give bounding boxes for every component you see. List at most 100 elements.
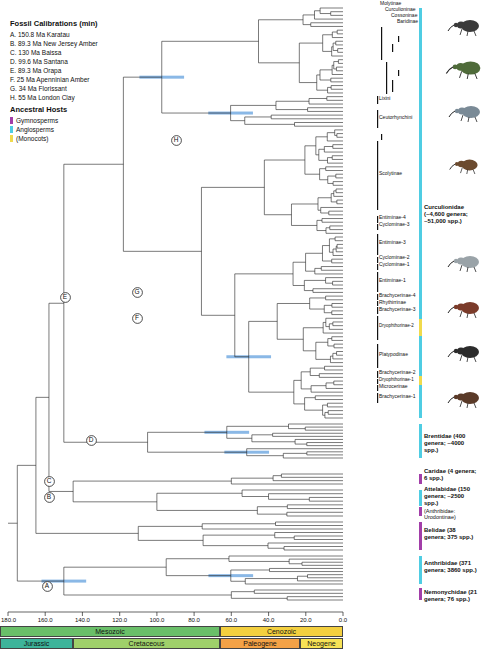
branch [332,310,343,311]
branch [330,362,343,363]
branch [231,105,276,106]
calibration-circle: A [42,581,53,592]
branch [309,501,343,502]
branch [293,262,306,263]
branch [311,385,326,386]
branch [316,154,319,155]
branch [291,203,318,204]
clade-label: Brachycerinae-4 [379,293,415,299]
branch [271,118,343,119]
branch [324,305,332,306]
branch [329,329,343,330]
branch [323,322,326,323]
branch [323,51,332,52]
branch [326,233,343,234]
branch [276,109,308,110]
branch [332,56,343,57]
branch [245,116,271,117]
branch [315,395,343,396]
branch [336,251,343,252]
branch [332,262,343,263]
branch [157,510,257,511]
branch [269,499,310,500]
legend-text: Gymnosperms [16,117,58,124]
family-label: Caridae (4 genera; 6 spp.) [424,468,479,482]
era-band: Cenozoic [220,626,343,637]
branch [325,369,343,370]
axis-tick-label: 0.0 [339,617,347,624]
branch [271,115,343,116]
branch [294,536,343,537]
branch [247,448,343,449]
branch [328,345,334,346]
branch [203,535,275,536]
branch [326,382,334,383]
branch [335,129,343,130]
branch [323,333,343,334]
branch [333,181,343,182]
branch [284,550,343,551]
branch [318,210,321,211]
calibration-letter: A [45,583,49,590]
clade-label: Platypodinae [379,352,408,358]
branch [299,82,316,83]
branch [333,144,343,145]
branch [49,303,64,304]
branch [307,454,343,455]
era-band: Neogene [300,638,343,649]
branch [337,133,343,134]
branch [327,100,343,101]
clade-label: Lixini [379,96,390,102]
branch [320,13,331,14]
branch [123,77,161,78]
branch [162,41,259,42]
branch [231,598,287,599]
branch [321,266,343,267]
branch [73,481,231,482]
branch [287,508,343,509]
family-label: Attelabidae (150 genera; ~2500 spp.) [424,486,479,507]
legend-text: Angiosperms [16,126,54,133]
legend-heading: Ancestral Hosts [10,106,67,115]
branch [331,81,343,82]
branch [323,34,333,35]
branch [295,126,343,127]
clade-label: Microcerinae [379,384,408,390]
calibration-letter: B [47,494,51,501]
branch [303,24,311,25]
branch [277,339,303,340]
branch [245,584,343,585]
branch [324,146,332,147]
branch [308,107,343,108]
axis-tick-label: 100.0 [149,617,164,624]
branch [313,288,343,289]
era-name: Paleogene [243,640,276,647]
branch [295,444,307,445]
branch [231,591,254,592]
family-label: Nemonychidae (21 genera; 76 spp.) [424,589,479,603]
branch [281,477,343,478]
branch [337,244,343,245]
branch [264,214,291,215]
branch [326,299,343,300]
branch [317,74,320,75]
calibration-note: D. 99.6 Ma Santana [10,58,68,65]
branch [334,190,336,191]
branch [305,397,316,398]
clade-label: Entiminae-4 [379,215,406,221]
branch [301,371,310,372]
branch [306,271,315,272]
branch [245,578,297,579]
branch [327,403,343,404]
branch [277,303,309,304]
branch [334,196,343,197]
branch [332,65,334,66]
branch [334,68,337,69]
branch [307,442,343,443]
branch [249,392,294,393]
branch [328,414,343,415]
branch [269,568,343,569]
branch [311,22,343,23]
branch [331,89,343,90]
branch [297,576,307,577]
